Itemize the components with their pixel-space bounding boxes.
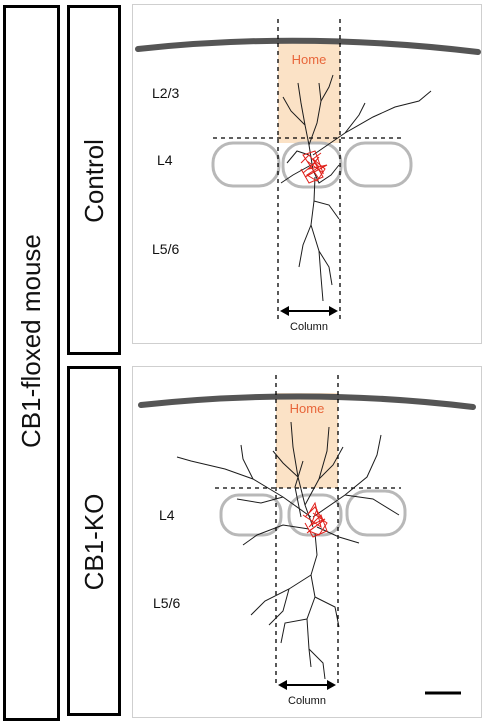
neuron-dendrites (176, 421, 400, 680)
neuron-axon (300, 150, 328, 184)
home-label: Home (289, 401, 325, 416)
barrel-left (211, 141, 281, 188)
column-arrow-head-left (278, 680, 287, 690)
barrel-left (219, 493, 283, 537)
layer-label-l4: L4 (157, 152, 173, 168)
genotype-label: CB1-floxed mouse (16, 234, 46, 448)
barrel-right (343, 141, 413, 188)
condition-label-control: Control (79, 139, 109, 223)
neuron-axon (302, 501, 328, 538)
layer-label-l23: L2/3 (152, 85, 180, 101)
column-arrow-head-right (329, 306, 338, 316)
condition-label-cb1ko: CB1-KO (79, 493, 109, 591)
control-diagram (135, 19, 481, 323)
condition-box-control: Control (67, 5, 121, 355)
home-label: Home (291, 52, 327, 67)
home-column-area (278, 41, 340, 143)
barrel-home (281, 141, 343, 189)
column-arrow-head-left (280, 306, 289, 316)
pia-surface (138, 393, 476, 410)
layer-label-l56: L5/6 (152, 241, 180, 257)
cb1ko-morphology-panel: Home L4 L5/6 Column (132, 366, 482, 718)
layer-label-l56: L5/6 (153, 595, 181, 611)
barrel-right (345, 489, 407, 537)
condition-box-cb1ko: CB1-KO (67, 366, 121, 716)
cb1ko-diagram (138, 375, 476, 695)
control-morphology-panel: Home L2/3 L4 L5/6 Column (132, 4, 482, 344)
pia-surface (135, 37, 481, 55)
column-label: Column (290, 321, 328, 333)
layer-label-l4: L4 (159, 507, 175, 523)
genotype-box: CB1-floxed mouse (3, 5, 60, 721)
column-arrow-head-right (327, 680, 336, 690)
neuron-dendrites (280, 74, 432, 302)
column-label: Column (288, 695, 326, 707)
